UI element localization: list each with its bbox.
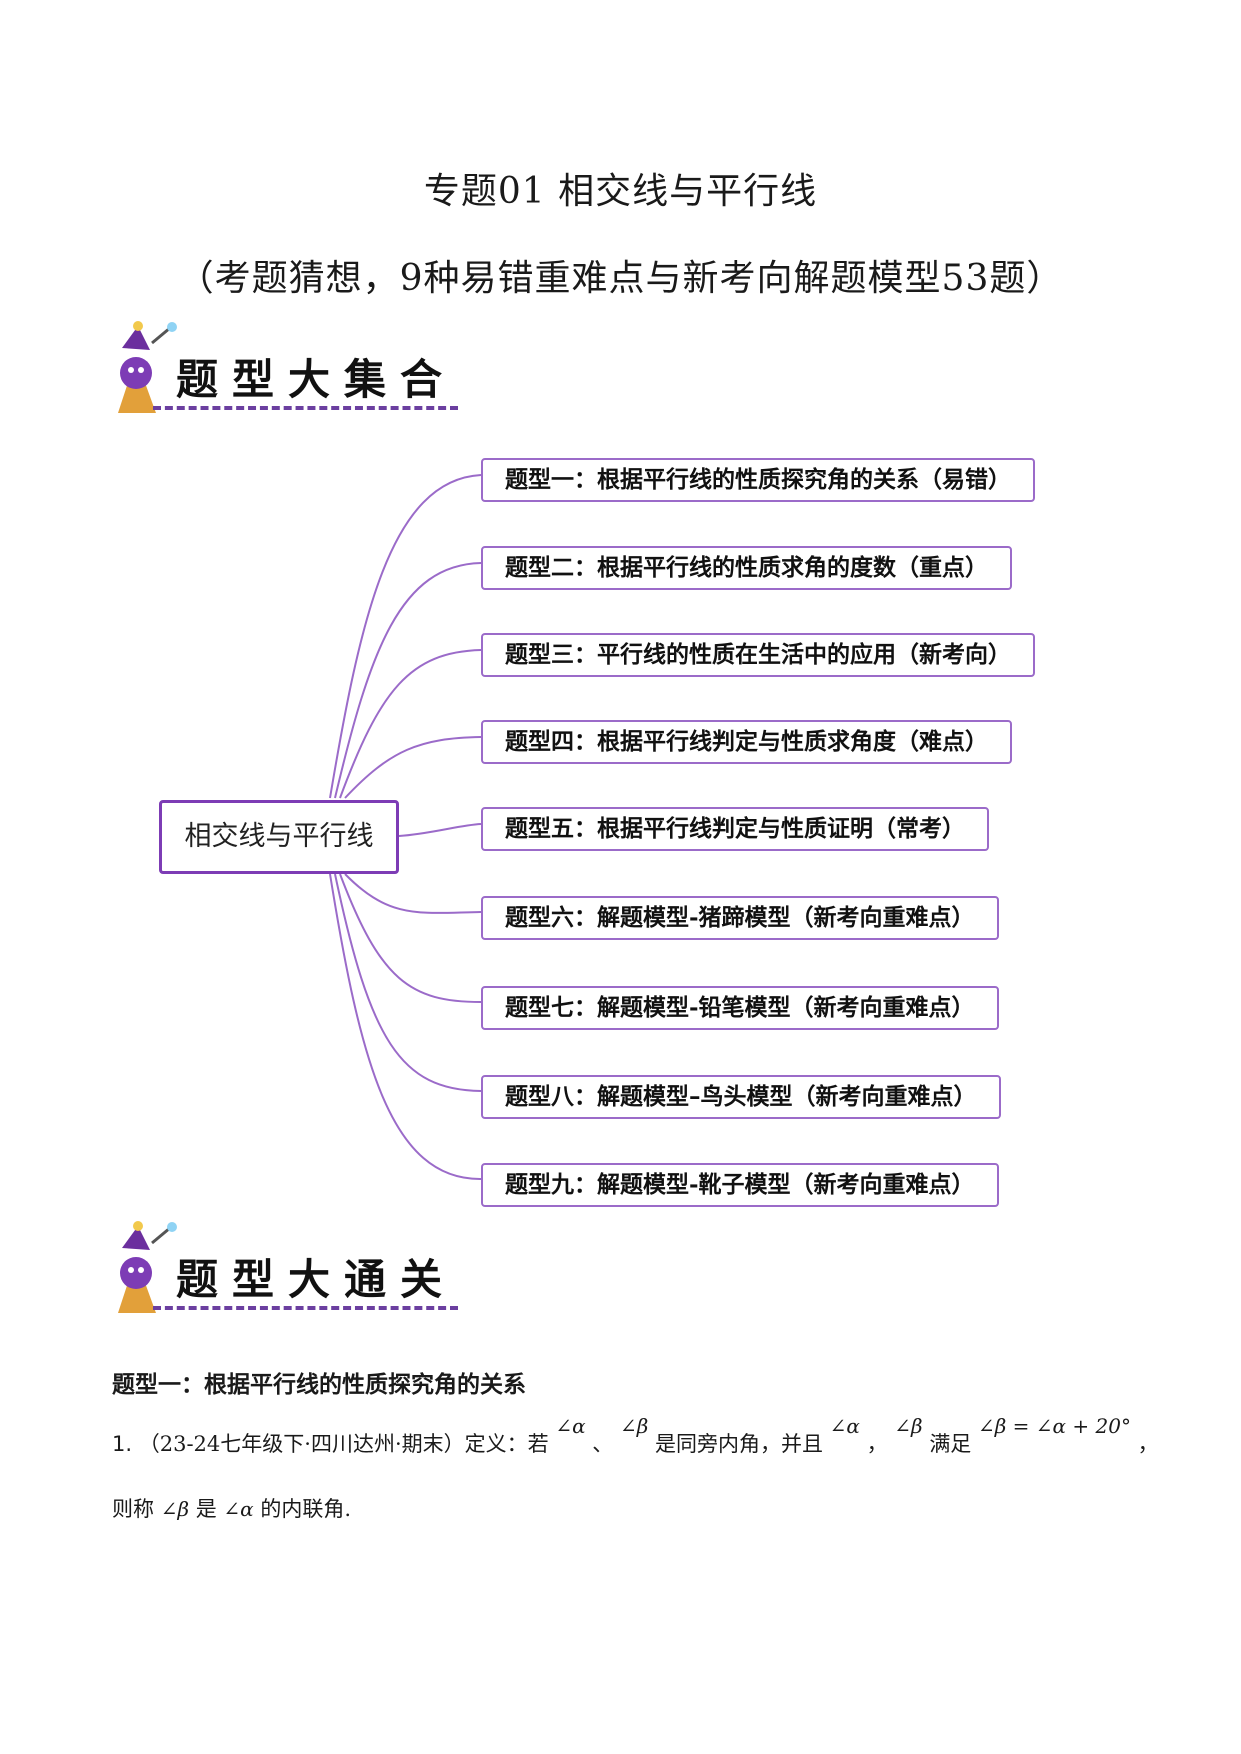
banner-divider <box>153 1306 458 1310</box>
separator: ， <box>866 1432 888 1456</box>
banner-title: 题型大通关 <box>176 1255 457 1304</box>
section-heading: 题型一：根据平行线的性质探究角的关系 <box>112 1372 526 1398</box>
angle-beta: ∠β <box>160 1497 190 1521</box>
mindmap-branch-5: 题型五：根据平行线判定与性质证明（常考） <box>481 807 989 851</box>
mindmap-branch-4: 题型四：根据平行线判定与性质求角度（难点） <box>481 720 1012 764</box>
angle-alpha: ∠α <box>223 1497 254 1521</box>
angle-alpha: ∠α <box>829 1414 860 1438</box>
question-1-line-2: 则称 ∠β 是 ∠α 的内联角. <box>112 1493 351 1523</box>
banner-divider <box>153 406 458 410</box>
question-text: 的内联角. <box>260 1497 352 1521</box>
angle-beta: ∠β <box>619 1414 649 1438</box>
mindmap-center-node: 相交线与平行线 <box>159 800 399 874</box>
question-text: 则称 <box>112 1497 154 1521</box>
banner-collection: 题型大集合 <box>108 318 468 428</box>
mindmap-branch-8: 题型八：解题模型–鸟头模型（新考向重难点） <box>481 1075 1001 1119</box>
page-title: 专题01 相交线与平行线 <box>423 171 818 212</box>
separator: ， <box>1137 1432 1159 1456</box>
separator: 、 <box>592 1432 614 1456</box>
wizard-mascot-icon <box>118 1221 177 1313</box>
question-text: 是 <box>195 1497 217 1521</box>
banner-practice: 题型大通关 <box>108 1218 468 1328</box>
mindmap-branch-2: 题型二：根据平行线的性质求角的度数（重点） <box>481 546 1012 590</box>
mindmap-branch-3: 题型三：平行线的性质在生活中的应用（新考向） <box>481 633 1035 677</box>
formula: ∠β = ∠α + 20° <box>978 1414 1131 1438</box>
question-source: （23-24七年级下·四川达州·期末）定义：若 <box>138 1432 549 1456</box>
wizard-mascot-icon <box>118 321 177 413</box>
question-text: 是同旁内角，并且 <box>654 1432 823 1456</box>
mindmap-branch-6: 题型六：解题模型-猪蹄模型（新考向重难点） <box>481 896 999 940</box>
mindmap-branch-7: 题型七：解题模型-铅笔模型（新考向重难点） <box>481 986 999 1030</box>
angle-alpha: ∠α <box>555 1414 586 1438</box>
question-1-line-1: 1. （23-24七年级下·四川达州·期末）定义：若 ∠α 、 ∠β 是同旁内角… <box>112 1414 1159 1458</box>
angle-beta: ∠β <box>894 1414 923 1438</box>
question-text: 满足 <box>929 1432 972 1456</box>
banner-title: 题型大集合 <box>176 355 457 404</box>
mindmap-branch-9: 题型九：解题模型-靴子模型（新考向重难点） <box>481 1163 999 1207</box>
question-number: 1. <box>112 1432 133 1456</box>
mindmap-branch-1: 题型一：根据平行线的性质探究角的关系（易错） <box>481 458 1035 502</box>
page-subtitle: （考题猜想，9种易错重难点与新考向解题模型53题） <box>177 258 1064 299</box>
